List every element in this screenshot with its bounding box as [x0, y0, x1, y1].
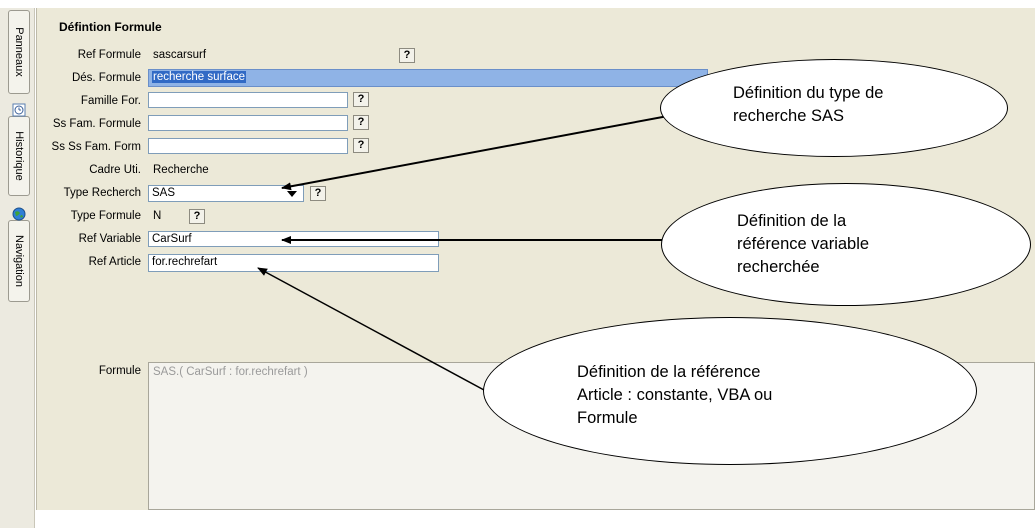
ss-ss-fam-form-help-button[interactable]: ?: [353, 138, 369, 153]
ref-article-input[interactable]: for.rechrefart: [148, 254, 439, 272]
callout-article-line-3: Formule: [577, 409, 638, 427]
callout-type-line-2: recherche SAS: [733, 107, 844, 125]
callout-type-line-1: Définition du type de: [733, 84, 884, 102]
callout-type-text: Définition du type de recherche SAS: [733, 82, 883, 128]
type-formule-label: Type Formule: [70, 210, 141, 222]
ref-variable-label: Ref Variable: [78, 233, 141, 245]
type-recherch-help-button[interactable]: ?: [310, 186, 326, 201]
famille-for-help-button[interactable]: ?: [353, 92, 369, 107]
ref-formule-label: Ref Formule: [77, 49, 141, 61]
callout-article-text: Définition de la référence Article : con…: [577, 361, 772, 430]
callout-article-bubble: [483, 317, 977, 465]
cadre-uti-label: Cadre Uti.: [89, 164, 141, 176]
section-title: Défintion Formule: [59, 20, 162, 34]
callout-variable-bubble: [661, 183, 1031, 306]
tab-panneaux[interactable]: Panneaux: [8, 10, 30, 94]
callout-type-bubble: [660, 59, 1008, 157]
ref-formule-value: sascarsurf: [153, 49, 207, 61]
des-formule-label: Dés. Formule: [71, 72, 141, 84]
des-formule-value: recherche surface: [152, 71, 247, 83]
type-recherch-label: Type Recherch: [63, 187, 141, 199]
panel-bottom-margin: [36, 510, 1035, 528]
tab-navigation[interactable]: Navigation: [8, 207, 30, 302]
formule-value: SAS.( CarSurf : for.rechrefart ): [153, 366, 308, 378]
chevron-down-icon: [287, 191, 297, 197]
arrow-ref-article: [257, 267, 485, 391]
cadre-uti-value: Recherche: [153, 164, 209, 176]
callout-article-line-2: Article : constante, VBA ou: [577, 386, 773, 404]
ref-article-label: Ref Article: [88, 256, 141, 268]
des-formule-input[interactable]: recherche surface: [148, 69, 708, 87]
callout-article-line-1: Définition de la référence: [577, 363, 761, 381]
ss-ss-fam-form-label: Ss Ss Fam. Form: [51, 141, 141, 153]
side-tab-strip: Panneaux Historique Navigation: [0, 8, 35, 528]
ref-formule-help-button[interactable]: ?: [399, 48, 415, 63]
formule-label: Formule: [98, 365, 141, 377]
clock-icon: [12, 103, 26, 117]
callout-variable-line-1: Définition de la: [737, 212, 847, 230]
ss-fam-formule-help-button[interactable]: ?: [353, 115, 369, 130]
arrow-type-recherch: [281, 115, 669, 191]
globe-icon: [12, 207, 26, 221]
famille-for-input[interactable]: [148, 92, 348, 108]
famille-for-label: Famille For.: [80, 95, 141, 107]
ss-ss-fam-form-input[interactable]: [148, 138, 348, 154]
tab-historique[interactable]: Historique: [8, 103, 30, 196]
ss-fam-formule-label: Ss Fam. Formule: [52, 118, 141, 130]
ss-fam-formule-input[interactable]: [148, 115, 348, 131]
callout-variable-line-3: recherchée: [737, 258, 820, 276]
type-recherch-value: SAS: [152, 187, 176, 199]
type-formule-help-button[interactable]: ?: [189, 209, 205, 224]
callout-variable-line-2: référence variable: [737, 235, 870, 253]
type-formule-value: N: [153, 210, 162, 222]
callout-variable-text: Définition de la référence variable rech…: [737, 210, 869, 279]
type-recherch-select[interactable]: SAS: [148, 185, 304, 202]
